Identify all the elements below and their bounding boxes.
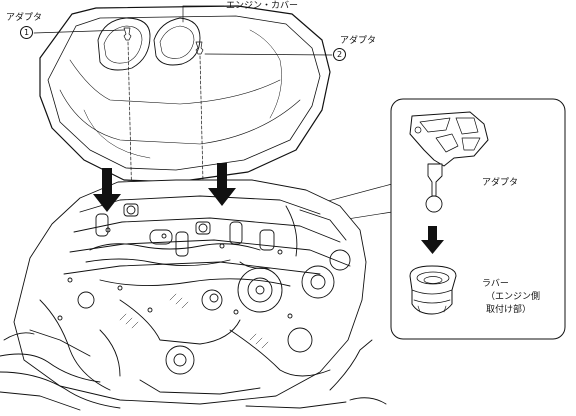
inset-rubber-note-line1: （エンジン側 xyxy=(486,292,541,302)
inset-rubber-label: ラバー xyxy=(482,279,509,289)
callout-number-1: 1 xyxy=(20,26,33,39)
adapter-label-1: アダプタ xyxy=(6,13,43,23)
inset-rubber-note-line2: 取付け部） xyxy=(486,305,532,315)
down-arrow-icon xyxy=(93,168,121,212)
down-arrow-icon xyxy=(208,163,236,206)
callout-number-2: 2 xyxy=(333,48,346,61)
adapter-label-2: アダプタ xyxy=(340,36,377,46)
engine-cover xyxy=(39,5,331,183)
engine-cover-label: エンジン・カバー xyxy=(226,1,299,11)
engine-block xyxy=(0,179,387,411)
detail-inset xyxy=(390,98,566,340)
inset-adapter-label: アダプタ xyxy=(482,178,519,188)
down-arrow-icon xyxy=(421,226,444,254)
